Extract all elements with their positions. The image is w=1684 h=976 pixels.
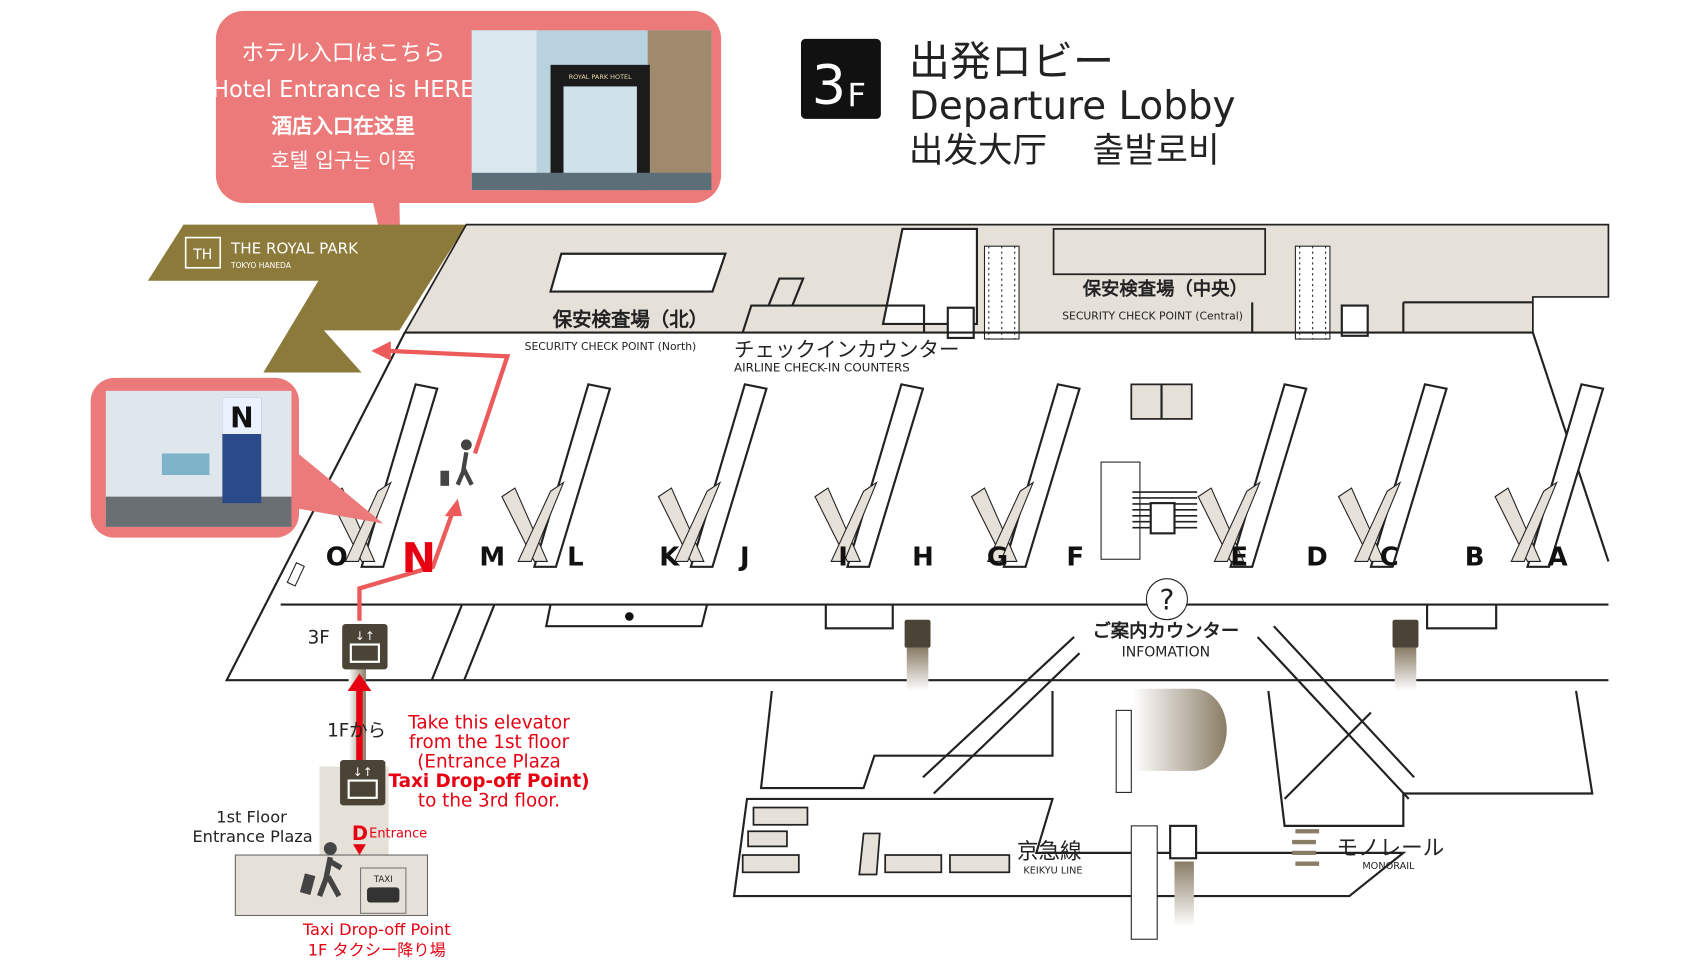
escalator-north <box>983 245 1020 340</box>
title-ja: 出発ロビー <box>909 38 1114 86</box>
elevator-instructions: Take this elevator from the 1st floor (E… <box>388 713 589 812</box>
counter-letter-c: C <box>1380 543 1399 573</box>
monorail-label-ja: モノレール <box>1336 836 1444 861</box>
route-arrow <box>357 341 511 621</box>
counter-letter-e: E <box>1230 543 1248 573</box>
elevator-3f-icon: ↓↑ <box>342 624 388 670</box>
checkin-island <box>532 383 612 568</box>
counter-letter-g: G <box>987 543 1008 573</box>
floor-3f-label: 3F <box>308 627 330 648</box>
entrance-d-letter: D <box>352 822 368 845</box>
floor-badge-number: 3 <box>812 54 846 117</box>
counter-letter-f: F <box>1066 543 1084 573</box>
counter-desk <box>344 481 392 562</box>
counter-letter-k: K <box>659 543 680 573</box>
checkin-island <box>1002 383 1081 568</box>
n-counter-photo-callout: N <box>90 377 384 538</box>
traveler-icon <box>440 439 474 486</box>
counter-letter-n: N <box>402 534 436 582</box>
from-1f-label: 1Fから <box>327 720 386 741</box>
svg-text:↓↑: ↓↑ <box>353 765 373 779</box>
instruction-line: to the 3rd floor. <box>418 790 560 811</box>
floor-badge-suffix: F <box>847 76 866 114</box>
entrance-plaza-label: Entrance Plaza <box>192 827 312 846</box>
checkin-island <box>1229 383 1308 568</box>
information-counter: ? ご案内カウンター INFOMATION <box>1092 578 1239 660</box>
hotel-entrance-photo: ROYAL PARK HOTEL <box>471 30 712 191</box>
entrance-word: Entrance <box>369 827 427 842</box>
counter-desk <box>673 481 722 562</box>
callout-text-ja: ホテル入口はこちら <box>241 41 445 67</box>
counter-letter-j: J <box>738 543 750 573</box>
first-floor-label: 1st Floor <box>216 808 287 827</box>
counter-desk <box>1353 481 1402 562</box>
counter-desk <box>1213 481 1261 562</box>
callout-text-en: Hotel Entrance is HERE <box>212 77 475 103</box>
hotel-logo-sub: TOKYO HANEDA <box>230 261 292 270</box>
hotel-logo-mark-text: TH <box>192 247 212 263</box>
security-north-label-ja: 保安検査場（北） <box>552 308 708 331</box>
counter-letter-a: A <box>1548 543 1568 573</box>
checkin-island <box>1369 383 1448 568</box>
monorail-label-en: MONORAIL <box>1362 861 1415 872</box>
taxi-label-ja: 1F タクシー降り場 <box>308 940 446 959</box>
keikyu-label-en: KEIKYU LINE <box>1023 865 1082 876</box>
svg-text:?: ? <box>1159 584 1174 617</box>
landside-structure <box>403 223 1610 340</box>
counter-letter-b: B <box>1465 543 1485 573</box>
taxi-sign: TAXI <box>373 875 393 885</box>
elevator-1f-icon: ↓↑ <box>340 760 386 806</box>
monorail-icon <box>1292 829 1320 866</box>
elevator-icon <box>904 619 931 648</box>
counter-letter-o: O <box>326 543 348 573</box>
elevator-icon <box>1392 619 1419 648</box>
hotel-logo-mark <box>184 236 222 269</box>
checkin-island <box>689 383 768 568</box>
security-central-label-en: SECURITY CHECK POINT (Central) <box>1062 310 1243 323</box>
instruction-line: Take this elevator <box>407 713 570 734</box>
callout-text-zh: 酒店入口在这里 <box>272 114 416 138</box>
counter-desk <box>830 481 878 562</box>
floor-badge <box>800 38 881 119</box>
taxi-label-en: Taxi Drop-off Point <box>302 920 451 939</box>
checkin-island <box>845 383 925 568</box>
photo-sign-text: ROYAL PARK HOTEL <box>569 73 632 81</box>
information-icon <box>1145 578 1188 621</box>
taxi-icon: TAXI <box>360 867 407 914</box>
traveler-icon <box>299 842 343 898</box>
instruction-line: from the 1st floor <box>409 732 570 753</box>
checkin-island <box>1526 383 1605 568</box>
counter-desk <box>986 481 1035 562</box>
info-label-en: INFOMATION <box>1122 644 1211 660</box>
escalator-central <box>1294 245 1331 340</box>
hotel-entrance-callout: ホテル入口はこちら Hotel Entrance is HERE 酒店入口在这里… <box>212 10 722 330</box>
counter-letter-m: M <box>479 543 505 573</box>
callout-text-ko: 호텔 입구는 이쪽 <box>271 148 416 172</box>
hotel-logo-area: TH THE ROYAL PARK TOKYO HANEDA <box>147 224 467 373</box>
hotel-logo-name: THE ROYAL PARK <box>230 240 359 258</box>
elevator-shaft <box>1133 688 1227 771</box>
counter-letter-l: L <box>567 543 584 573</box>
checkin-label-en: AIRLINE CHECK-IN COUNTERS <box>734 360 910 374</box>
title-en: Departure Lobby <box>909 84 1236 129</box>
floor-title: 3 F 出発ロビー Departure Lobby 出发大厅 출발로비 <box>800 38 1236 171</box>
checkin-label-ja: チェックインカウンター <box>734 337 960 361</box>
counter-letter-h: H <box>912 543 934 573</box>
counter-letter-i: I <box>838 543 848 573</box>
info-label-ja: ご案内カウンター <box>1092 620 1239 642</box>
counter-desk <box>517 481 565 562</box>
keikyu-label-ja: 京急線 <box>1017 839 1082 864</box>
title-zh-ko: 出发大厅 출발로비 <box>909 131 1220 171</box>
security-central-label-ja: 保安検査場（中央） <box>1082 278 1248 300</box>
counter-desk <box>1510 481 1558 562</box>
checkin-island <box>360 383 439 568</box>
security-north-label-en: SECURITY CHECK POINT (North) <box>525 340 697 353</box>
instruction-line: Taxi Drop-off Point) <box>388 771 589 792</box>
n-sign-letter: N <box>230 402 253 435</box>
instruction-line: (Entrance Plaza <box>417 752 560 773</box>
svg-text:↓↑: ↓↑ <box>355 629 375 643</box>
checkin-islands <box>328 383 1605 568</box>
counter-letter-d: D <box>1306 543 1328 573</box>
